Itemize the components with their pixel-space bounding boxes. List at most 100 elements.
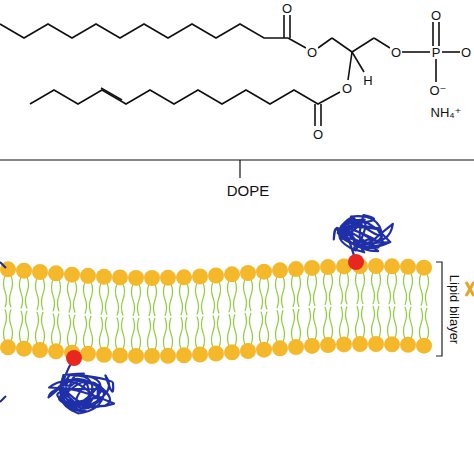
lipid-tail	[26, 311, 29, 343]
lipid-tail	[388, 306, 391, 338]
lipid-head	[192, 269, 208, 285]
lipid-head	[288, 339, 304, 355]
lipid-head	[224, 266, 240, 282]
lipid-tail	[260, 278, 263, 310]
lipid-tail	[68, 281, 71, 313]
lipid-head	[240, 265, 256, 281]
lipid-tail	[36, 312, 39, 344]
lipid-tail	[266, 278, 269, 310]
bond	[432, 22, 434, 46]
polymer-coil	[334, 215, 393, 262]
lipid-tail	[4, 275, 7, 307]
lipid-tail	[100, 283, 103, 315]
lipid-head	[384, 336, 400, 352]
bilayer-bracket	[436, 262, 442, 356]
lipid-head	[176, 347, 192, 363]
lipid-tail	[132, 284, 135, 316]
lipid-tail	[186, 317, 189, 349]
lipid-tail	[10, 275, 13, 307]
anchor-dot	[348, 254, 364, 270]
lipid-tail	[148, 318, 151, 350]
lipid-tail	[180, 317, 183, 349]
lipid-tail	[298, 309, 301, 341]
lipid-tail	[106, 283, 109, 315]
lipid-tail	[138, 284, 141, 316]
atom-label: O	[341, 82, 353, 95]
lipid-tail	[84, 316, 87, 348]
atom-label: O	[281, 2, 293, 15]
lipid-tail	[234, 280, 237, 312]
lipid-tail	[132, 318, 135, 350]
lipid-head	[128, 270, 144, 286]
lipid-head	[128, 348, 144, 364]
anchor-dot	[66, 350, 82, 366]
bond	[352, 52, 364, 72]
lipid-head	[208, 268, 224, 284]
lipid-head	[64, 267, 80, 283]
lipid-tail	[228, 314, 231, 346]
edge-marks	[0, 262, 6, 402]
lipid-tail	[276, 276, 279, 308]
lipid-head	[368, 336, 384, 352]
lipid-tail	[186, 283, 189, 315]
lipid-tail	[212, 316, 215, 348]
lipid-tail	[420, 274, 423, 306]
lipid-tail	[84, 282, 87, 314]
lipid-tail	[372, 272, 375, 304]
lipid-tail	[378, 306, 381, 338]
atom-label: O	[390, 46, 402, 59]
lipid-tail	[410, 307, 413, 339]
atom-label: O	[306, 46, 318, 59]
chain	[0, 24, 288, 38]
lipid-tail	[340, 306, 343, 338]
atom-label: O	[460, 46, 472, 59]
lipid-tail	[218, 316, 221, 348]
lipid-tail	[212, 282, 215, 314]
lipid-tail	[58, 313, 61, 345]
lipid-tail	[202, 283, 205, 315]
lipid-tail	[218, 282, 221, 314]
lipid-tail	[90, 282, 93, 314]
lipid-tail	[260, 312, 263, 344]
lipid-tail	[106, 317, 109, 349]
lipid-tail	[346, 306, 349, 338]
lipid-head	[0, 261, 16, 277]
lipid-tail	[170, 284, 173, 316]
lipid-head	[400, 259, 416, 275]
bond	[332, 38, 352, 52]
lipid-head	[368, 258, 384, 274]
lipid-tail	[116, 317, 119, 349]
lipid-tail	[164, 318, 167, 350]
lipid-tail	[404, 273, 407, 305]
lipid-head	[304, 260, 320, 276]
lipid-tail	[122, 283, 125, 315]
lipid-head	[32, 342, 48, 358]
bond	[101, 88, 122, 100]
lipid-tail	[42, 312, 45, 344]
bond	[435, 58, 437, 82]
lipid-tail	[250, 313, 253, 345]
bond	[348, 52, 352, 80]
lipid-head	[16, 341, 32, 357]
lipid-tail	[276, 310, 279, 342]
lipid-tail	[298, 275, 301, 307]
lipid-head	[144, 348, 160, 364]
lipid-tail	[138, 318, 141, 350]
bilayer-label: Lipid bilayer	[449, 273, 462, 344]
lipid-tail	[356, 306, 359, 338]
lipid-tail	[308, 308, 311, 340]
lipid-head	[320, 337, 336, 353]
lipid-head	[96, 269, 112, 285]
lipid-tail	[324, 307, 327, 339]
lipid-tail	[308, 274, 311, 306]
lipid-head	[320, 259, 336, 275]
lipid-tail	[250, 279, 253, 311]
lipid-tail	[388, 272, 391, 304]
lipid-head	[272, 262, 288, 278]
lipid-tail	[346, 272, 349, 304]
lipid-tail	[122, 317, 125, 349]
lipid-tail	[10, 309, 13, 341]
lipid-tail	[74, 281, 77, 313]
lipid-tail	[154, 318, 157, 350]
